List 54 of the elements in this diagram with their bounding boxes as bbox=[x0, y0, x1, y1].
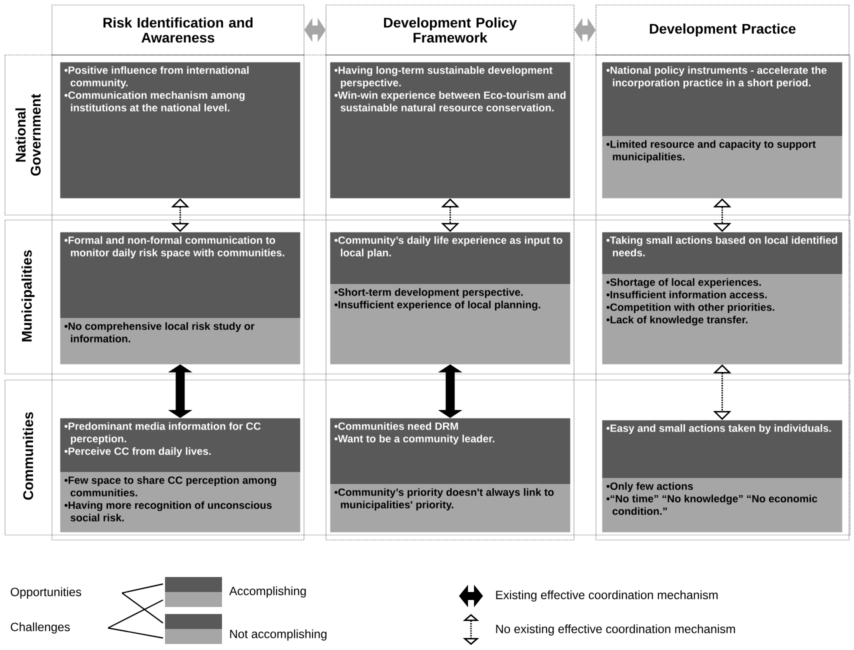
challenge-card bbox=[602, 478, 842, 532]
bullet-text: •Short-term development perspective. bbox=[334, 288, 523, 298]
opportunity-card bbox=[60, 62, 300, 198]
row-heading: Communities bbox=[22, 412, 34, 500]
bullet-text: •Positive influence from international community. bbox=[64, 66, 249, 88]
bullet-text: •Competition with other priorities. bbox=[606, 303, 774, 313]
bullet-text: •Insufficient experience of local planning. bbox=[334, 300, 540, 311]
column-heading: Development Policy Framework bbox=[326, 4, 574, 56]
challenge-card bbox=[330, 484, 570, 532]
opportunity-card bbox=[602, 420, 842, 478]
bullet-text: •Only few actions bbox=[606, 482, 693, 492]
bullet-text: •No comprehensive local risk study or information. bbox=[64, 322, 254, 342]
bullet-text: •Few space to share CC perception among communities. bbox=[64, 476, 276, 496]
opportunity-card bbox=[330, 232, 570, 284]
bullet-text: •Insufficient information access. bbox=[606, 290, 767, 298]
bullet-text: •Formal and non-formal communication to monitor daily risk space with communities. bbox=[64, 236, 284, 258]
opportunity-card bbox=[330, 418, 570, 484]
bullet-text: •Easy and small actions taken by individuals. bbox=[606, 424, 831, 434]
bullet-text: •Want to be a community leader. bbox=[334, 434, 494, 444]
bullet-text: •Limited resource and capacity to support municipalities. bbox=[606, 140, 816, 162]
legend-text: Not accomplishing bbox=[230, 629, 326, 641]
bullet-text: •Communication mechanism among institutions at the national level. bbox=[64, 91, 245, 112]
legend-text: Opportunities bbox=[10, 587, 82, 599]
challenge-card bbox=[330, 284, 570, 364]
row-heading: National Government bbox=[15, 94, 41, 176]
bullet-text: •Taking small actions based on local identified needs. bbox=[606, 236, 838, 256]
challenge-card bbox=[60, 318, 300, 364]
opportunity-card bbox=[60, 232, 300, 318]
challenge-card bbox=[60, 472, 300, 532]
bullet-text: •Perceive CC from daily lives. bbox=[64, 447, 211, 457]
legend-text: No existing effective coordination mechanism bbox=[496, 624, 735, 636]
bullet-text: •“No time” “No knowledge” “No economic condition.” bbox=[606, 494, 818, 515]
legend-text: Accomplishing bbox=[229, 586, 306, 598]
bullet-text: •National policy instruments - accelerate the incorporation practice in a short period. bbox=[606, 66, 827, 88]
opportunity-card bbox=[602, 62, 842, 136]
row-heading: Municipalities bbox=[21, 250, 35, 342]
bullet-text: •Predominant media information for CC perception. bbox=[64, 422, 261, 444]
bullet-text: •Communities need DRM bbox=[334, 422, 458, 430]
opportunity-card bbox=[330, 62, 570, 198]
bullet-text: •Community’s daily life experience as input to local plan. bbox=[334, 236, 562, 258]
legend-text: Existing effective coordination mechanism bbox=[496, 590, 718, 602]
bullet-text: •Having long-term sustainable development perspective. bbox=[334, 66, 552, 88]
column-heading: Development Practice bbox=[596, 4, 850, 56]
legend-text: Challenges bbox=[10, 622, 70, 634]
bullet-text: •Shortage of local experiences. bbox=[606, 278, 761, 288]
column-heading: Risk Identification and Awareness bbox=[52, 4, 304, 56]
opportunity-card bbox=[60, 418, 300, 472]
bullet-text: •Community’s priority doesn't always link to municipalities' priority. bbox=[334, 488, 554, 510]
bullet-text: •Lack of knowledge transfer. bbox=[606, 316, 748, 326]
bullet-text: •Win-win experience between Eco-tourism and sustainable natural resource conservation. bbox=[334, 91, 566, 112]
challenge-card bbox=[602, 274, 842, 364]
bullet-text: •Having more recognition of unconscious social risk. bbox=[64, 501, 272, 522]
challenge-card bbox=[602, 136, 842, 198]
opportunity-card bbox=[602, 232, 842, 274]
